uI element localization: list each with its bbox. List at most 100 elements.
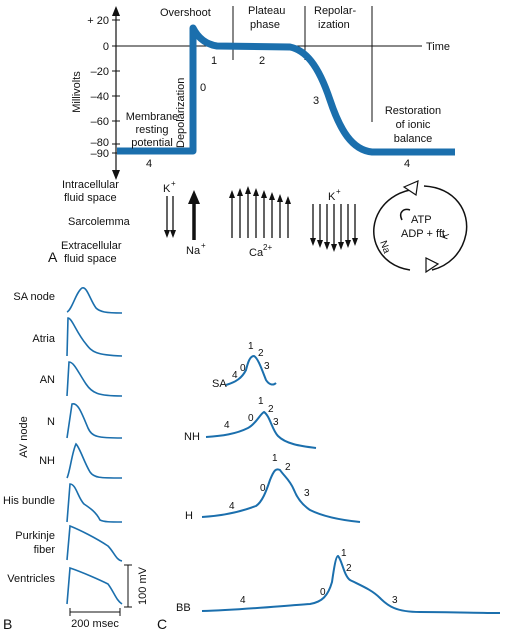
header-plateau: Plateau [248,5,285,17]
depolarization-label: Depolarization [175,78,187,148]
panel-b: SA node Atria AN N NH His bundle Purkinj… [3,287,149,632]
k-repolarization-label: K [328,191,336,203]
trace-h [201,468,361,523]
intracellular-label-1: Intracellular [62,179,119,191]
atp-label: ATP [411,214,432,226]
adp-label: ADP + fft [401,228,445,240]
trace-label-sa: SA [212,378,227,390]
trace-purkinje [66,524,123,562]
panel-b-letter: B [3,616,12,632]
na-k-pump: ATP ADP + fft Na K [373,180,468,274]
ca-influx-arrows [231,192,289,238]
extracellular-label-2: fluid space [64,253,117,265]
row-label-an: AN [40,374,55,386]
phase-number-4-left: 4 [146,158,152,170]
panel-c-letter: C [157,616,167,632]
pump-k-label: K [439,231,452,241]
trace-bb [201,554,501,614]
sa-phase-3: 3 [264,361,270,372]
action-potential-curve [117,24,455,156]
panel-c-traces [201,354,501,614]
h-phase-0: 0 [260,483,266,494]
y-axis-label: Millivolts [71,71,83,113]
voltage-scale-label: 100 mV [137,566,149,605]
panel-a: + 20 0 –20 –40 –60 –80 –90 Millivolts Ti… [48,5,468,274]
restoration-label-2: of ionic [396,119,431,131]
phase-number-3: 3 [313,95,319,107]
trace-label-h: H [185,510,193,522]
row-label-his-bundle: His bundle [3,495,55,507]
na-ion-label: Na [186,245,201,257]
phase-number-4-right: 4 [404,158,410,170]
ytick-m80: –80 [91,137,109,149]
sarcolemma-label: Sarcolemma [68,216,131,228]
sa-phase-1: 1 [248,341,254,352]
resting-label-1: Membrane [126,111,179,123]
resting-label-2: resting [135,124,168,136]
y-axis-arrow-up [112,6,120,16]
h-phase-1: 1 [272,453,278,464]
bb-phase-0: 0 [320,587,326,598]
phase-number-2: 2 [259,55,265,67]
svg-text:+: + [336,187,341,196]
trace-ventricles [66,566,123,605]
panel-c: C SA NH H BB 4 0 1 2 3 4 0 1 2 3 4 0 1 2… [157,341,501,632]
time-scale-label: 200 msec [71,618,119,630]
trace-n [66,403,123,439]
ytick-m40: –40 [91,91,109,103]
extracellular-label-1: Extracellular [61,240,122,252]
h-phase-3: 3 [304,488,310,499]
header-ization: ization [318,19,350,31]
phase-number-1: 1 [211,55,217,67]
ytick-m20: –20 [91,66,109,78]
resting-label-3: potential [131,137,173,149]
row-label-ventricles: Ventricles [7,573,55,585]
nh-phase-3: 3 [273,417,279,428]
header-repolar: Repolar- [314,5,357,17]
panel-b-traces [66,287,123,605]
k-efflux-arrows [166,196,174,232]
row-label-purkinje: Purkinje [15,530,55,542]
trace-nh [66,442,123,479]
nh-phase-1: 1 [258,396,264,407]
bb-phase-4: 4 [240,595,246,606]
panel-a-letter: A [48,249,58,265]
ytick-p20: + 20 [87,15,109,27]
header-overshoot: Overshoot [160,7,211,19]
intracellular-label-2: fluid space [64,192,117,204]
row-label-nh: NH [39,455,55,467]
sa-phase-4: 4 [232,370,238,381]
trace-sa [225,354,277,386]
trace-label-nh: NH [184,431,200,443]
trace-an [66,361,123,397]
ytick-m90: –90 [91,148,109,160]
av-node-label: AV node [18,416,30,457]
trace-nh [205,410,317,449]
trace-sa-node [66,287,123,314]
sa-phase-0: 0 [240,363,246,374]
phase-number-0: 0 [200,82,206,94]
nh-phase-2: 2 [268,404,274,415]
h-phase-2: 2 [285,462,291,473]
time-label: Time [426,41,450,53]
ytick-m60: –60 [91,116,109,128]
row-label-fiber: fiber [34,544,56,556]
nh-phase-0: 0 [248,413,254,424]
trace-label-bb: BB [176,602,191,614]
restoration-label-3: balance [394,133,433,145]
trace-atria [66,317,123,357]
k-ion-label: K [163,183,171,195]
h-phase-4: 4 [229,501,235,512]
k-efflux-repolarization-arrows [312,204,356,246]
trace-his-bundle [66,483,123,523]
nh-phase-4: 4 [224,420,230,431]
restoration-label-1: Restoration [385,105,441,117]
svg-text:+: + [171,179,176,188]
sa-phase-2: 2 [258,348,264,359]
ca-ion-label: Ca [249,247,264,259]
bb-phase-3: 3 [392,595,398,606]
row-label-n: N [47,416,55,428]
header-phase: phase [250,19,280,31]
y-axis-arrow-down [112,170,120,180]
